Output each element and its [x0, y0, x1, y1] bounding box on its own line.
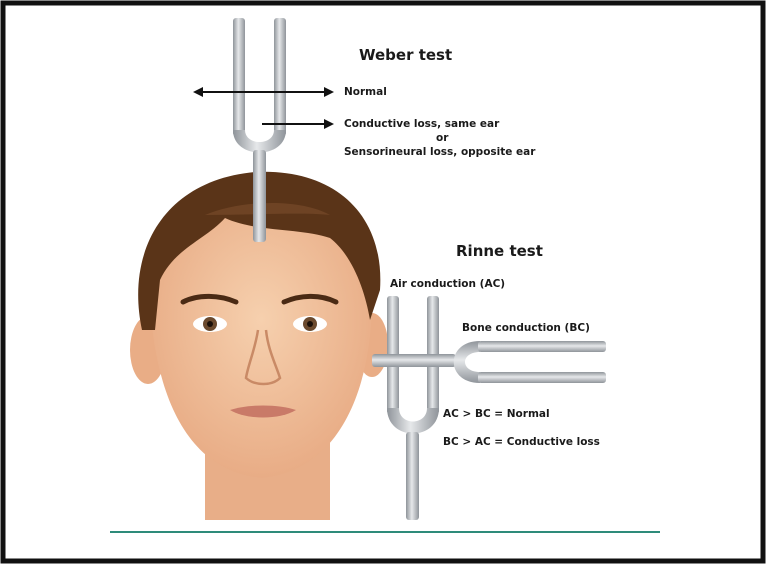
weber-conductive-label: Conductive loss, same ear: [344, 118, 499, 130]
rinne-air-conduction-fork: [387, 296, 439, 520]
rinne-bone-conduction-label: Bone conduction (BC): [462, 322, 590, 334]
weber-sensorineural-label: Sensorineural loss, opposite ear: [344, 146, 535, 158]
rinne-bone-conduction-fork: [372, 341, 606, 383]
weber-test-title: Weber test: [359, 46, 452, 64]
rinne-result-normal: AC > BC = Normal: [443, 408, 550, 420]
rinne-test-title: Rinne test: [456, 242, 543, 260]
rinne-air-conduction-label: Air conduction (AC): [390, 278, 505, 290]
weber-or-label: or: [436, 132, 448, 144]
rinne-result-conductive: BC > AC = Conductive loss: [443, 436, 600, 448]
weber-normal-label: Normal: [344, 86, 387, 98]
